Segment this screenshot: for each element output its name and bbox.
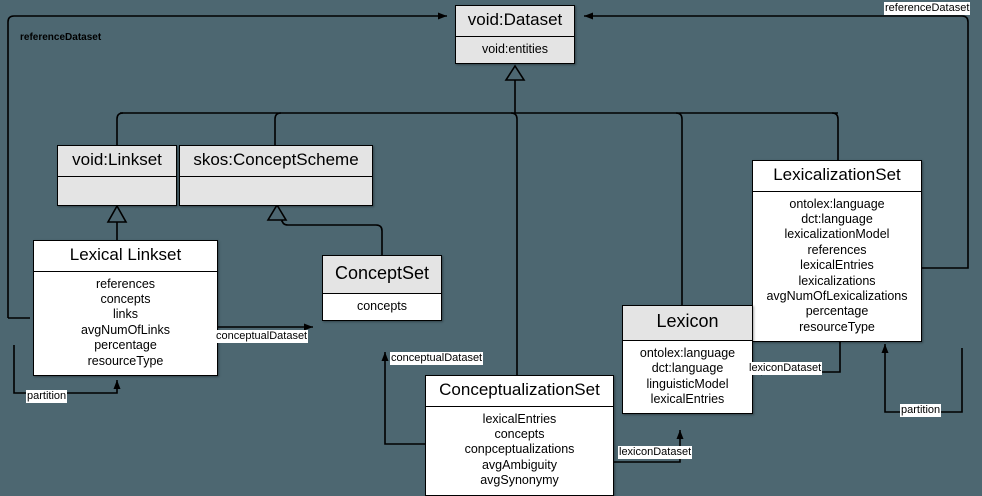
attribute: lexicalEntries — [800, 258, 874, 273]
attribute: lexicalEntries — [482, 411, 557, 426]
attribute: references — [807, 242, 867, 257]
attribute: avgNumOfLinks — [81, 322, 170, 337]
edge-referencedataset-right — [584, 12, 969, 269]
class-void-dataset-title: void:Dataset — [456, 6, 574, 37]
class-conceptualizationset[interactable]: ConceptualizationSet lexicalEntries conc… — [425, 375, 614, 496]
diagram-edges-layer — [7, 12, 969, 463]
riser-lexicalizationset — [831, 112, 839, 160]
class-void-dataset-attributes: void:entities — [456, 36, 574, 64]
attribute: ontolex:language — [639, 345, 736, 360]
riser-void-linkset — [116, 112, 124, 145]
attribute: ontolex:language — [789, 196, 885, 211]
class-lexical-linkset-attributes: references concepts links avgNumOfLinks … — [34, 272, 217, 375]
class-skos-conceptscheme-attributes — [180, 176, 372, 205]
attribute: references — [95, 276, 156, 291]
attribute: avgAmbiguity — [481, 457, 558, 472]
attribute: void:entities — [481, 41, 548, 56]
riser-skos-conceptscheme — [274, 112, 282, 145]
edge-partition-right — [881, 344, 963, 413]
class-lexicon[interactable]: Lexicon ontolex:language dct:language li… — [622, 305, 753, 415]
riser-conceptualizationset — [510, 112, 518, 375]
attribute: resourceType — [799, 319, 875, 334]
class-void-dataset[interactable]: void:Dataset void:entities — [455, 5, 575, 65]
attribute: percentage — [805, 304, 869, 319]
attribute: percentage — [94, 338, 157, 353]
edge-lexicondataset-from-conceptualizationset — [614, 430, 684, 463]
attribute: concepts — [494, 427, 545, 442]
attribute: concepts — [356, 298, 408, 313]
class-void-linkset-attributes — [58, 176, 176, 205]
generalization-triangle-dataset — [504, 64, 526, 81]
class-skos-conceptscheme[interactable]: skos:ConceptScheme — [179, 145, 373, 206]
attribute: lexicalEntries — [650, 391, 725, 406]
attribute: avgSynonymy — [480, 473, 559, 488]
class-lexicon-title: Lexicon — [623, 306, 752, 341]
class-lexicalizationset-title: LexicalizationSet — [753, 161, 921, 192]
class-conceptset[interactable]: ConceptSet concepts — [322, 255, 442, 322]
edge-label-referencedataset-top-right: referenceDataset — [884, 2, 971, 15]
generalization-line-conceptset — [281, 218, 383, 255]
attribute: resourceType — [87, 353, 164, 368]
edge-label-referencedataset-top-left: referenceDataset — [20, 32, 102, 43]
class-lexicalizationset[interactable]: LexicalizationSet ontolex:language dct:l… — [752, 160, 922, 343]
generalization-triangle-lexical-linkset — [106, 204, 128, 223]
edge-referencedataset-left — [7, 12, 447, 318]
edge-label-conceptualdataset-from-conceptualizationset: conceptualDataset — [390, 352, 484, 365]
attribute: lexicalizationModel — [784, 227, 890, 242]
attribute: dct:language — [651, 361, 724, 376]
class-lexicon-attributes: ontolex:language dct:language linguistic… — [623, 340, 752, 414]
attribute: links — [112, 307, 138, 322]
class-conceptset-attributes: concepts — [323, 293, 441, 321]
edge-conceptualdataset-from-conceptualizationset — [381, 352, 425, 445]
class-lexical-linkset-title: Lexical Linkset — [34, 241, 217, 272]
attribute: concepts — [100, 292, 151, 307]
class-conceptualizationset-title: ConceptualizationSet — [426, 376, 613, 407]
attribute: lexicalizations — [798, 273, 876, 288]
attribute: conpceptualizations — [464, 442, 575, 457]
class-conceptualizationset-attributes: lexicalEntries concepts conpceptualizati… — [426, 407, 613, 495]
edge-label-lexicondataset-from-conceptualizationset: lexiconDataset — [618, 446, 693, 459]
riser-lexicon — [675, 112, 683, 305]
uml-diagram-canvas: void:Dataset void:entities void:Linkset … — [7, 2, 971, 496]
attribute: linguisticModel — [646, 376, 729, 391]
class-void-linkset[interactable]: void:Linkset — [57, 145, 177, 206]
attribute: avgNumOfLexicalizations — [766, 288, 908, 303]
class-void-linkset-title: void:Linkset — [58, 146, 176, 177]
edge-label-partition-right: partition — [900, 404, 942, 417]
edge-label-lexicondataset-from-lexicalizationset: lexiconDataset — [748, 362, 823, 375]
class-lexicalizationset-attributes: ontolex:language dct:language lexicaliza… — [753, 192, 921, 341]
class-conceptset-title: ConceptSet — [323, 256, 441, 294]
edge-label-partition-left: partition — [26, 390, 68, 403]
edge-label-conceptualdataset-from-lexical-linkset: conceptualDataset — [215, 330, 309, 343]
class-lexical-linkset[interactable]: Lexical Linkset references concepts link… — [33, 240, 218, 376]
generalization-triangle-conceptset — [266, 203, 288, 221]
class-skos-conceptscheme-title: skos:ConceptScheme — [180, 146, 372, 177]
attribute: dct:language — [801, 212, 873, 227]
